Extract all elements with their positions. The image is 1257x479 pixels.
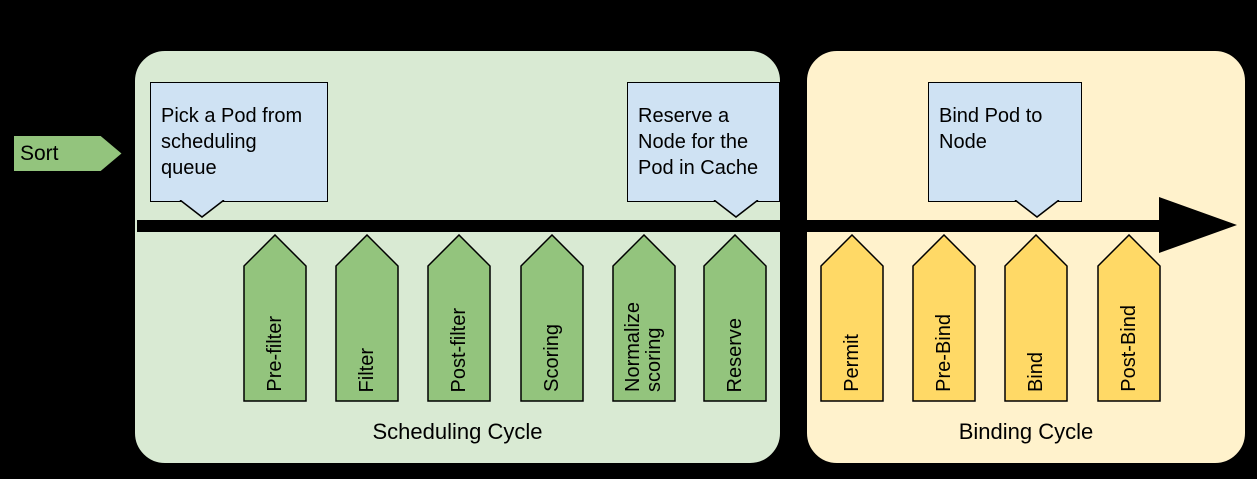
stage-label: Reserve [723,317,746,392]
stage-label: Pre-filter [263,316,286,392]
callout-line: Reserve a [638,105,730,127]
callout-line: Node for the [638,131,749,153]
stage-label: Filter [355,347,378,392]
up-arrow-icon [520,234,584,402]
stage-arrow-filter: Filter [335,234,399,402]
stage-arrow-pre-bind: Pre-Bind [912,234,976,402]
callout-pointer [179,200,225,218]
sort-arrow: Sort [12,134,124,173]
scheduling-cycle-label: Scheduling Cycle [372,419,543,444]
callout-reserve-node: Reserve a Node for the Pod in Cache [627,82,780,218]
up-arrow-icon [612,234,676,402]
stage-arrow-normalize-scoring: Normalize scoring [612,234,676,402]
stage-arrow-bind: Bind [1004,234,1068,402]
callout-text: Bind Pod to Node [929,83,1081,155]
sort-label: Sort [20,141,59,165]
binding-cycle-label: Binding Cycle [958,419,1094,444]
stage-arrow-permit: Permit [820,234,884,402]
up-arrow-icon [243,234,307,402]
up-arrow-icon [820,234,884,402]
stage-label: Pre-Bind [932,314,955,392]
stage-label: Post-Bind [1117,305,1140,392]
callout-pointer [713,200,759,218]
callout-line: Node [939,131,987,153]
callout-line: Pick a Pod from [161,105,303,127]
stage-label: Bind [1024,351,1047,392]
callout-text: Reserve a Node for the Pod in Cache [628,83,779,181]
stage-label: Scoring [540,324,563,392]
up-arrow-icon [1097,234,1161,402]
stage-arrow-pre-filter: Pre-filter [243,234,307,402]
callout-pointer [1014,200,1060,218]
up-arrow-icon [427,234,491,402]
right-arrow-icon [12,134,124,173]
up-arrow-icon [703,234,767,402]
stage-label: Permit [840,334,863,392]
callout-line: Pod in Cache [638,157,759,179]
stage-arrow-post-bind: Post-Bind [1097,234,1161,402]
callout-line: queue [161,157,217,179]
up-arrow-icon [1004,234,1068,402]
callout-text: Pick a Pod from scheduling queue [151,83,327,181]
up-arrow-icon [912,234,976,402]
callout-pick-pod: Pick a Pod from scheduling queue [150,82,328,218]
callout-bind-pod: Bind Pod to Node [928,82,1082,218]
stage-label: Normalize scoring [622,301,665,392]
callout-line: scheduling [161,131,257,153]
stage-label: Post-filter [447,307,470,392]
callout-line: Bind Pod to [939,105,1043,127]
stage-arrow-reserve: Reserve [703,234,767,402]
up-arrow-icon [335,234,399,402]
stage-arrow-post-filter: Post-filter [427,234,491,402]
stage-arrow-scoring: Scoring [520,234,584,402]
